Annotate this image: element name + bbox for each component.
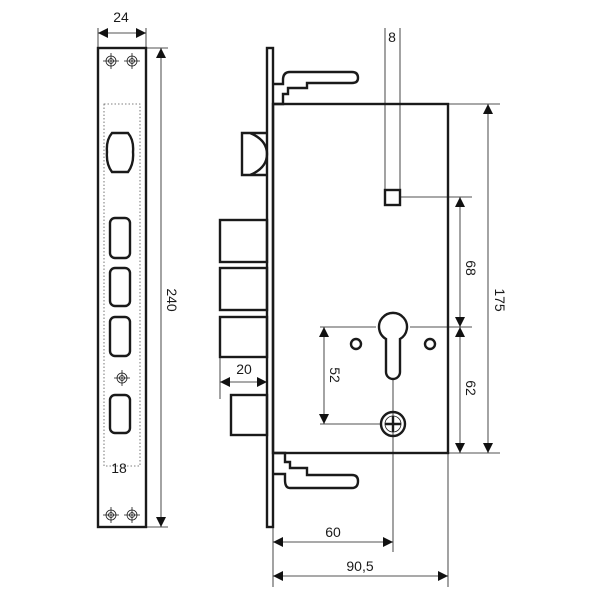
bolt-openings (108, 216, 132, 435)
dim-240: 240 (146, 47, 180, 528)
top-lever (273, 70, 360, 106)
spindle-square-icon (383, 188, 402, 207)
faceplate-dotted-outline (103, 103, 141, 467)
dim-62: 62 (455, 327, 479, 453)
svg-text:24: 24 (113, 9, 129, 25)
svg-text:90,5: 90,5 (346, 558, 373, 574)
latch-opening (105, 131, 135, 174)
dim-20: 20 (219, 357, 267, 399)
deadbolt-1 (218, 218, 269, 264)
svg-text:20: 20 (236, 361, 252, 377)
mount-hole-icon (349, 337, 363, 351)
mount-hole-icon (423, 337, 437, 351)
svg-text:52: 52 (327, 367, 343, 383)
dim-faceplate-inner: 18 (111, 460, 127, 476)
dim-68: 68 (400, 196, 479, 328)
svg-text:8: 8 (388, 29, 396, 45)
svg-text:60: 60 (325, 524, 341, 540)
screw-hole-icon (103, 53, 140, 523)
lock-case (271, 102, 450, 455)
latch-bolt (240, 131, 269, 177)
dim-60: 60 (272, 378, 449, 587)
deadbolt-2 (218, 266, 269, 312)
dim-8: 8 (384, 28, 401, 190)
faceplate: 18 (96, 46, 148, 529)
dim-175: 175 (448, 103, 508, 454)
svg-text:240: 240 (164, 288, 180, 312)
dim-52: 52 (319, 326, 381, 425)
svg-text:62: 62 (463, 380, 479, 396)
dim-24: 24 (97, 9, 147, 48)
deadbolt-3 (218, 315, 269, 359)
lock-body (218, 46, 450, 529)
deadbolt-4 (229, 393, 269, 437)
svg-text:68: 68 (463, 260, 479, 276)
cylinder-keyhole-icon (377, 311, 409, 381)
svg-text:175: 175 (492, 288, 508, 312)
dim-90-5: 90,5 (273, 558, 448, 581)
bottom-lever (273, 451, 360, 490)
